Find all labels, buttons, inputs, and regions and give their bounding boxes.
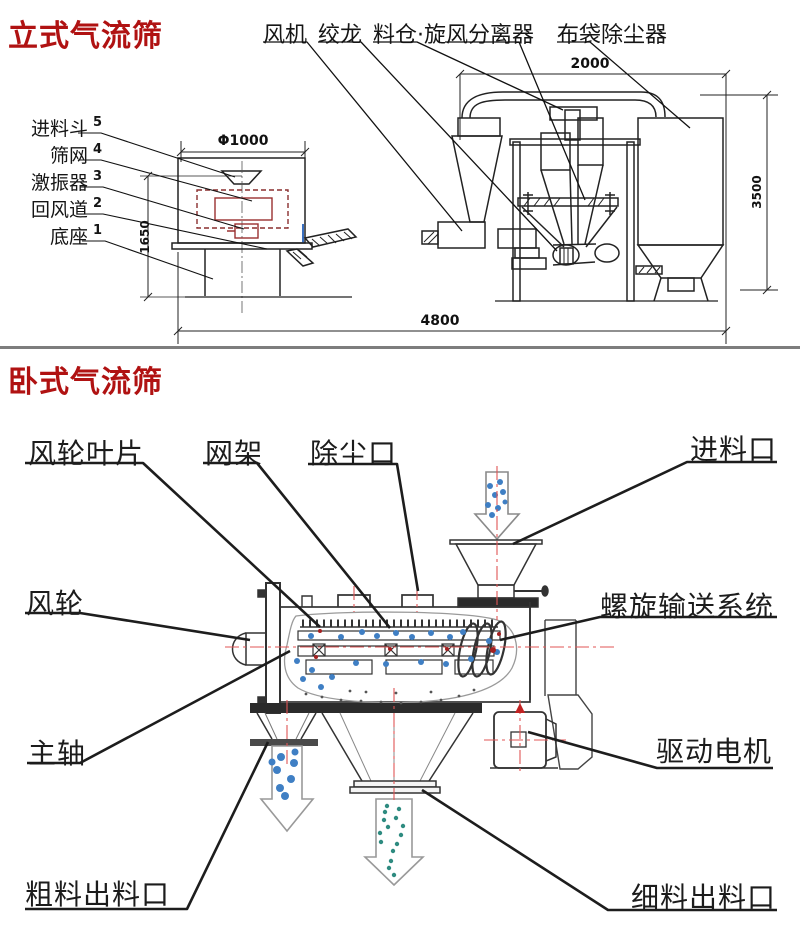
part-label: 底座 <box>49 226 88 248</box>
dim-width-total: 4800 <box>420 313 460 329</box>
dimension-lines <box>140 69 778 344</box>
bottom-leader-lines <box>25 460 777 912</box>
part-number: 5 <box>92 115 102 130</box>
bag-dust-collector <box>635 117 725 302</box>
horizontal-section-title: 卧式气流筛 <box>8 365 163 400</box>
part-number: 1 <box>92 223 102 238</box>
label-screw-system: 螺旋输送系统 <box>600 590 775 623</box>
inlet-flow-arrow <box>473 471 521 541</box>
label-fine-outlet: 细料出料口 <box>631 881 777 914</box>
part-label: 进料斗 <box>30 118 88 140</box>
label-mesh-frame: 网架 <box>205 437 264 470</box>
cyclone-bag-assembly <box>421 91 725 302</box>
dim-height-left: 1650 <box>138 220 152 254</box>
label-dust-port: 除尘口 <box>310 437 398 470</box>
shaft-bearing <box>231 582 281 714</box>
part-number: 4 <box>92 142 102 157</box>
label-inlet: 进料口 <box>690 433 778 466</box>
screw-spiral <box>457 620 507 678</box>
screw-auger <box>552 243 620 266</box>
part-number: 2 <box>92 196 102 211</box>
dim-diameter: Φ1000 <box>217 133 269 149</box>
label-screen-mesh: 筛网 4 <box>0 141 102 168</box>
label-auger: 绞龙 <box>318 23 363 48</box>
vertical-sieve-drawing <box>78 41 778 344</box>
label-wind-wheel: 风轮 <box>26 587 85 620</box>
label-main-shaft: 主轴 <box>28 737 87 770</box>
label-coarse-outlet: 粗料出料口 <box>25 878 171 911</box>
screen-frame <box>297 619 501 675</box>
label-feed-hopper: 进料斗 5 <box>0 114 102 141</box>
coarse-hopper <box>250 712 318 746</box>
label-exciter: 激振器 3 <box>0 168 102 195</box>
label-bin-cyclone: 料仓·旋风分离器 <box>373 23 534 48</box>
label-fan: 风机 <box>263 23 308 48</box>
part-label: 激振器 <box>30 172 88 194</box>
fine-flow-arrow <box>363 798 425 887</box>
fan <box>421 221 547 270</box>
label-base: 底座 1 <box>0 222 102 249</box>
coarse-flow-arrow <box>259 745 315 833</box>
horizontal-sieve-drawing <box>25 460 777 912</box>
part-label: 筛网 <box>49 145 88 167</box>
fine-cone <box>321 712 474 794</box>
top-leader-lines <box>78 41 691 280</box>
feed-hopper <box>449 539 549 608</box>
label-bag-collector: 布袋除尘器 <box>557 23 668 48</box>
dim-height-right: 3500 <box>750 175 764 209</box>
label-wheel-blade: 风轮叶片 <box>28 437 145 470</box>
label-return-duct: 回风道 2 <box>0 195 102 222</box>
vertical-sieve-machine <box>171 157 358 313</box>
label-drive-motor: 驱动电机 <box>656 735 773 768</box>
part-number: 3 <box>92 169 102 184</box>
dim-width-top: 2000 <box>570 56 610 72</box>
material-bin <box>540 106 604 245</box>
vertical-section-title: 立式气流筛 <box>8 19 163 54</box>
part-label: 回风道 <box>30 199 88 221</box>
horizontal-sieve-machine <box>225 466 615 887</box>
section-divider <box>0 346 800 349</box>
